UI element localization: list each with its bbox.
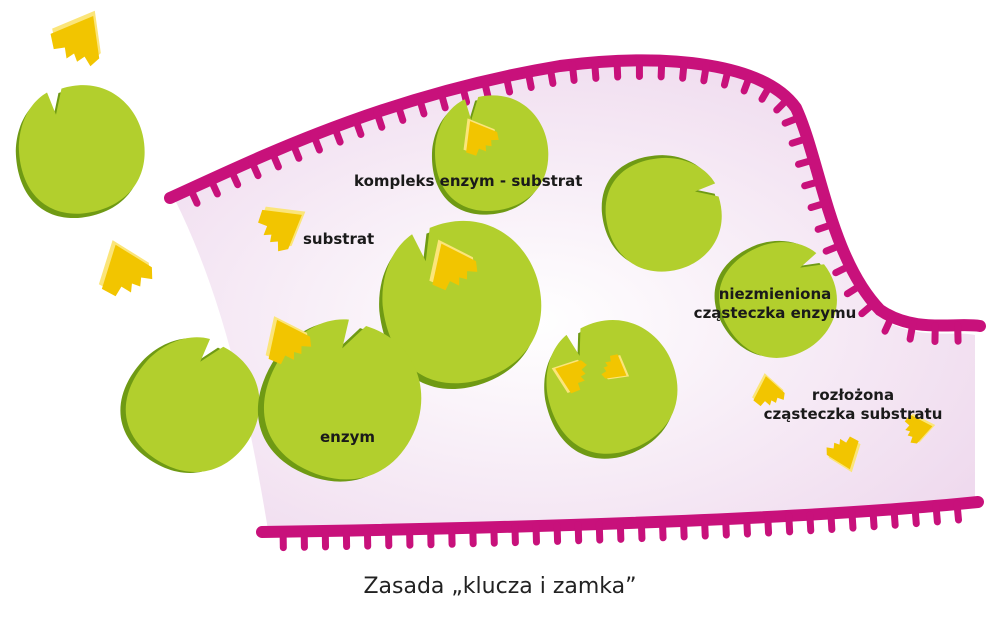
enzyme-outside-1 <box>15 85 145 218</box>
enzyme-outside-2 <box>120 337 260 473</box>
membrane-top <box>164 54 986 332</box>
membrane-top-villi <box>186 56 962 346</box>
substrate-near-enzyme <box>265 316 312 365</box>
substrate-in-complex-top <box>463 118 499 156</box>
label-decomposed-substrate: rozłożona cząsteczka substratu <box>758 386 948 424</box>
substrate-piece-1 <box>551 359 587 394</box>
enzyme-complex-top <box>431 95 549 215</box>
label-decomposed-substrate-line2: cząsteczka substratu <box>763 405 943 423</box>
substrate-fragment-2 <box>904 413 936 444</box>
enzyme-unchanged <box>714 240 837 358</box>
enzyme-labeled <box>257 319 422 482</box>
label-unchanged-enzyme-line2: cząsteczka enzymu <box>693 304 857 322</box>
enzyme-right-top <box>601 155 722 272</box>
substrate-outside-2 <box>98 240 153 297</box>
membrane-bottom-villi <box>279 500 963 552</box>
label-enzyme: enzym <box>320 428 375 446</box>
label-decomposed-substrate-line1: rozłożona <box>811 386 895 404</box>
enzyme-complex-center <box>379 220 542 390</box>
substrate-inside <box>258 206 306 252</box>
label-enzyme-substrate-complex: kompleks enzym - substrat <box>354 172 583 190</box>
label-unchanged-enzyme: niezmieniona cząsteczka enzymu <box>680 285 870 323</box>
label-unchanged-enzyme-line1: niezmieniona <box>718 285 832 303</box>
substrate-in-complex-center <box>429 239 478 291</box>
diagram-caption: Zasada „klucza i zamka” <box>363 574 637 599</box>
enzyme-breaking-substrate <box>544 319 678 459</box>
label-substrate: substrat <box>303 230 375 248</box>
molecule-layer <box>15 10 936 482</box>
substrate-outside-1 <box>50 10 101 67</box>
substrate-fragment-3 <box>826 436 861 473</box>
substrate-piece-2 <box>601 354 630 380</box>
substrate-fragment-1 <box>752 373 785 407</box>
